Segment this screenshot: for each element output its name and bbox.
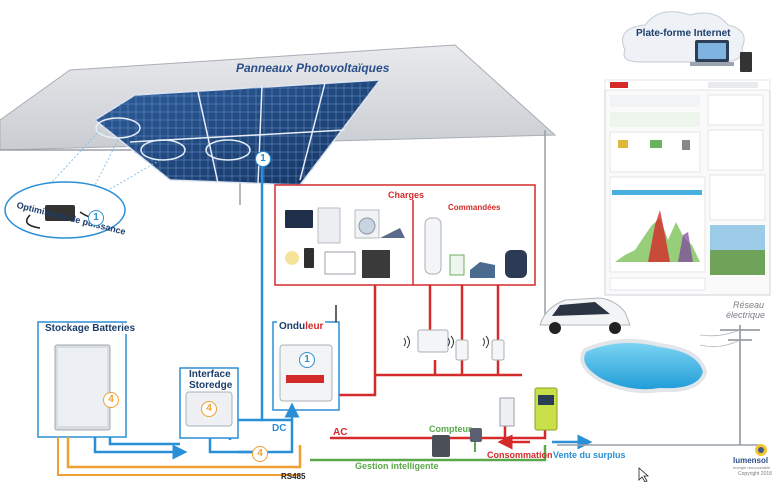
pv-cells <box>95 80 380 185</box>
oven <box>362 250 390 278</box>
interface-title-1: Interface <box>186 369 234 380</box>
consumption-label: Consommation <box>487 450 553 460</box>
commandees-title: Commandées <box>448 203 501 212</box>
laptop-base <box>690 62 734 66</box>
monitoring-dashboard <box>604 79 771 296</box>
inverter-title: Onduleur <box>277 321 326 332</box>
controller <box>449 254 465 276</box>
phone-charge <box>304 248 314 268</box>
heat-pump <box>505 250 527 278</box>
smart-management-line <box>310 445 547 462</box>
smart-label: Gestion intelligente <box>355 461 439 471</box>
rs485-label: RS485 <box>281 472 306 481</box>
tv <box>285 210 313 228</box>
marker-4-battery: 4 <box>103 392 119 408</box>
marker-1-optimizers: 1 <box>88 210 104 226</box>
brand-name: lumensol <box>733 456 769 465</box>
optimizer-circle <box>205 139 251 161</box>
dc-label: DC <box>272 423 287 434</box>
pv-array <box>93 79 382 186</box>
marker-4-interface: 4 <box>201 401 217 417</box>
meter-device <box>432 435 450 457</box>
cloud <box>622 11 752 72</box>
pump <box>470 262 495 278</box>
optimizer-device <box>45 205 75 221</box>
ac-label: AC <box>333 427 348 438</box>
breaker <box>499 397 515 427</box>
brand-sub: énergie renouvelable <box>733 465 771 470</box>
grid-label-1: Réseau <box>733 300 765 310</box>
surplus-label: Vente du surplus <box>553 450 626 460</box>
meter-sensor <box>470 428 482 442</box>
brand-logo <box>755 444 767 456</box>
marker-1-inverter: 1 <box>299 352 315 368</box>
bulb <box>285 251 299 265</box>
mouse-cursor <box>638 467 650 482</box>
grid-pylon <box>720 325 760 445</box>
inverter-title-b: leur <box>305 321 324 332</box>
appliances <box>285 207 527 278</box>
swimming-pool <box>580 339 708 394</box>
copyright: Copyright 2018 <box>738 471 772 477</box>
utility-meter <box>534 387 558 431</box>
optimizer-circle <box>95 117 141 139</box>
meter-label: Compteur <box>429 424 472 434</box>
marker-4-bus: 4 <box>252 446 268 462</box>
storage-title: Stockage Batteries <box>42 323 139 334</box>
optimizer-circle <box>140 139 186 161</box>
charges-title: Charges <box>386 190 427 200</box>
microwave <box>324 251 356 275</box>
grid-label-2: électrique <box>726 310 766 320</box>
electric-car <box>539 297 631 334</box>
panels-label: Panneaux Photovoltaïques <box>236 61 390 75</box>
ac-lines <box>330 285 547 440</box>
phone <box>740 52 752 72</box>
fridge <box>317 207 341 244</box>
inverter-device <box>279 344 333 402</box>
smart-plugs <box>403 329 505 361</box>
water-heater <box>424 217 442 275</box>
cloud-label: Plate-forme Internet <box>636 28 731 39</box>
inverter-title-a: Ondu <box>279 321 306 332</box>
charges-box <box>274 184 536 286</box>
iron <box>380 228 405 238</box>
interface-title-2: Storedge <box>186 380 236 391</box>
battery-line <box>66 437 302 469</box>
marker-1-roof: 1 <box>255 151 271 167</box>
